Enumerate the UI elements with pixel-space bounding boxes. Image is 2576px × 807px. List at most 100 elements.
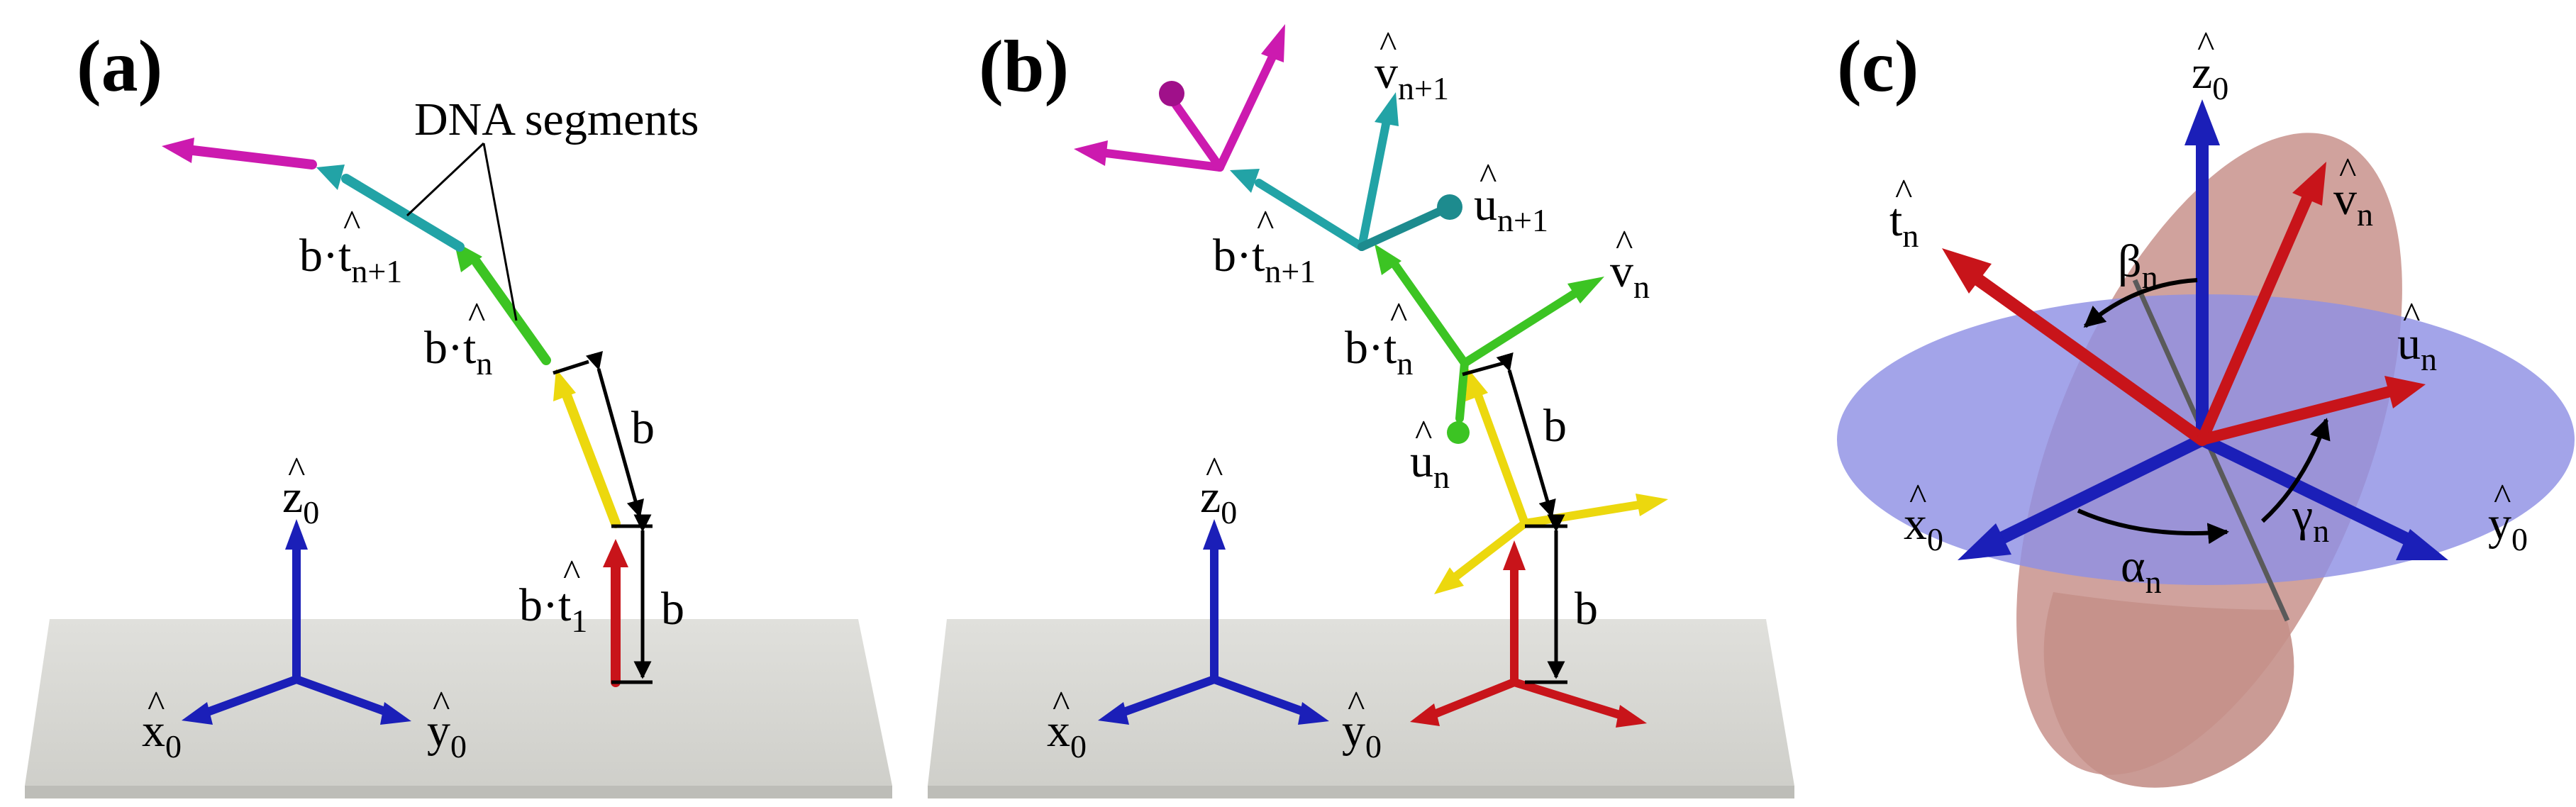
yellow-v-arrowhead bbox=[1636, 494, 1668, 516]
segment-t1-arrowhead bbox=[603, 539, 628, 567]
panel-b-label: (b) bbox=[979, 26, 1069, 107]
segment-tn1-arrowhead bbox=[316, 165, 345, 190]
lab-frame-axes bbox=[182, 519, 411, 725]
svg-text:^: ^ bbox=[1257, 204, 1274, 244]
green-v-arrowhead bbox=[1567, 277, 1604, 304]
svg-text:x0: x0 bbox=[1047, 705, 1087, 764]
x0-axis-arrow bbox=[1118, 675, 1218, 717]
z0-arrowhead bbox=[1203, 519, 1226, 550]
svg-text:y0: y0 bbox=[2488, 498, 2528, 557]
label-u-n1: ^ un+1 bbox=[1474, 157, 1548, 238]
label-z0: ^ z0 bbox=[282, 450, 319, 530]
svg-text:b·tn+1: b·tn+1 bbox=[299, 230, 402, 289]
svg-text:^: ^ bbox=[2403, 296, 2420, 336]
svg-text:^: ^ bbox=[1895, 172, 1912, 213]
label-v-n: ^ vn bbox=[1610, 223, 1650, 305]
svg-text:^: ^ bbox=[1053, 684, 1070, 725]
gamma-arc bbox=[2260, 418, 2331, 523]
panel-b: (b) bbox=[928, 24, 1794, 798]
y0-axis-arrow bbox=[292, 675, 393, 717]
label-b-upper: b bbox=[631, 402, 655, 454]
x0-arrowhead bbox=[182, 702, 213, 725]
svg-text:z0: z0 bbox=[2192, 47, 2228, 106]
x0-axis-arrow bbox=[1994, 433, 2209, 545]
frame-axes bbox=[1942, 99, 2448, 560]
base-frame-red bbox=[1410, 540, 1647, 728]
label-alpha: αn bbox=[2121, 540, 2162, 600]
magenta-t-arrowhead bbox=[1074, 140, 1108, 166]
svg-text:y0: y0 bbox=[427, 705, 467, 764]
label-z0: ^ z0 bbox=[1200, 450, 1237, 530]
svg-text:^: ^ bbox=[343, 204, 360, 244]
z0-arrowhead bbox=[2184, 99, 2220, 145]
pointer-line-1 bbox=[406, 142, 485, 217]
svg-text:b·tn+1: b·tn+1 bbox=[1213, 230, 1316, 289]
t-n-arrowhead bbox=[1942, 248, 1992, 294]
v-n-arrow bbox=[2197, 189, 2314, 445]
label-t-1: ^ b·t1 bbox=[519, 553, 587, 639]
red-left bbox=[1428, 678, 1519, 719]
svg-text:b·tn: b·tn bbox=[1345, 322, 1413, 382]
label-x0: ^ x0 bbox=[1047, 684, 1087, 764]
svg-text:^: ^ bbox=[288, 450, 305, 491]
pointer-line-2 bbox=[482, 143, 518, 321]
segment-tn1-cyan bbox=[341, 174, 465, 252]
y0-axis-arrow bbox=[1210, 675, 1311, 717]
yellow-u-arrowhead bbox=[1434, 567, 1464, 594]
svg-text:^: ^ bbox=[563, 553, 580, 594]
svg-text:z0: z0 bbox=[1200, 471, 1237, 530]
svg-text:^: ^ bbox=[1415, 413, 1432, 454]
svg-text:^: ^ bbox=[2339, 151, 2356, 191]
magenta-v bbox=[1216, 51, 1277, 172]
cyan-t-arrowhead bbox=[1230, 169, 1260, 193]
svg-text:un: un bbox=[2397, 318, 2437, 377]
magenta-u-tip bbox=[1159, 81, 1184, 106]
label-b-lower: b bbox=[1575, 583, 1598, 635]
y0-arrowhead bbox=[380, 702, 411, 725]
svg-text:x0: x0 bbox=[142, 705, 182, 764]
svg-text:^: ^ bbox=[1390, 296, 1407, 336]
svg-text:^: ^ bbox=[148, 684, 165, 725]
y0-arrowhead bbox=[2396, 529, 2448, 560]
yellow-v bbox=[1521, 501, 1643, 528]
red-left-arrowhead bbox=[1410, 703, 1440, 726]
svg-text:^: ^ bbox=[468, 296, 485, 336]
label-y0: ^ y0 bbox=[427, 684, 467, 764]
svg-text:tn: tn bbox=[1889, 194, 1919, 254]
dna-segments-annotation: DNA segments bbox=[414, 94, 699, 145]
b-upper-arrow bbox=[585, 350, 644, 518]
cyan-v-arrowhead bbox=[1375, 92, 1399, 126]
label-y0: ^ y0 bbox=[2488, 477, 2528, 557]
svg-text:^: ^ bbox=[1206, 450, 1223, 491]
label-u-n: ^ un bbox=[1410, 413, 1450, 495]
label-t-n: ^ b·tn bbox=[1345, 296, 1413, 382]
pink-plane-front bbox=[2043, 592, 2294, 788]
label-t-n1: ^ b·tn+1 bbox=[299, 204, 402, 289]
label-gamma: γn bbox=[2292, 489, 2329, 549]
svg-text:z0: z0 bbox=[282, 471, 319, 530]
floor-plane bbox=[928, 619, 1794, 786]
u-n-arrowhead bbox=[2385, 376, 2426, 408]
svg-text:vn: vn bbox=[2333, 173, 2373, 233]
z0-arrowhead bbox=[285, 519, 308, 550]
green-t bbox=[1392, 262, 1469, 367]
label-beta: βn bbox=[2118, 235, 2158, 295]
magenta-t bbox=[1102, 149, 1224, 172]
svg-text:vn+1: vn+1 bbox=[1375, 47, 1449, 106]
label-z0: ^ z0 bbox=[2192, 25, 2228, 106]
floor-edge bbox=[928, 786, 1794, 798]
label-b-upper: b bbox=[1543, 400, 1567, 452]
lab-frame-axes bbox=[1098, 519, 1329, 725]
length-markers bbox=[1462, 352, 1567, 684]
label-t-n: ^ tn bbox=[1889, 172, 1919, 254]
red-right bbox=[1510, 678, 1628, 720]
segment-tn-green bbox=[472, 257, 551, 365]
green-v-n bbox=[1460, 289, 1579, 367]
svg-text:^: ^ bbox=[1909, 477, 1926, 518]
green-t-arrowhead bbox=[1375, 244, 1401, 275]
label-v-n1: ^ vn+1 bbox=[1375, 25, 1449, 106]
svg-text:^: ^ bbox=[1379, 25, 1397, 65]
label-b-lower: b bbox=[661, 583, 684, 635]
svg-text:^: ^ bbox=[1479, 157, 1497, 197]
